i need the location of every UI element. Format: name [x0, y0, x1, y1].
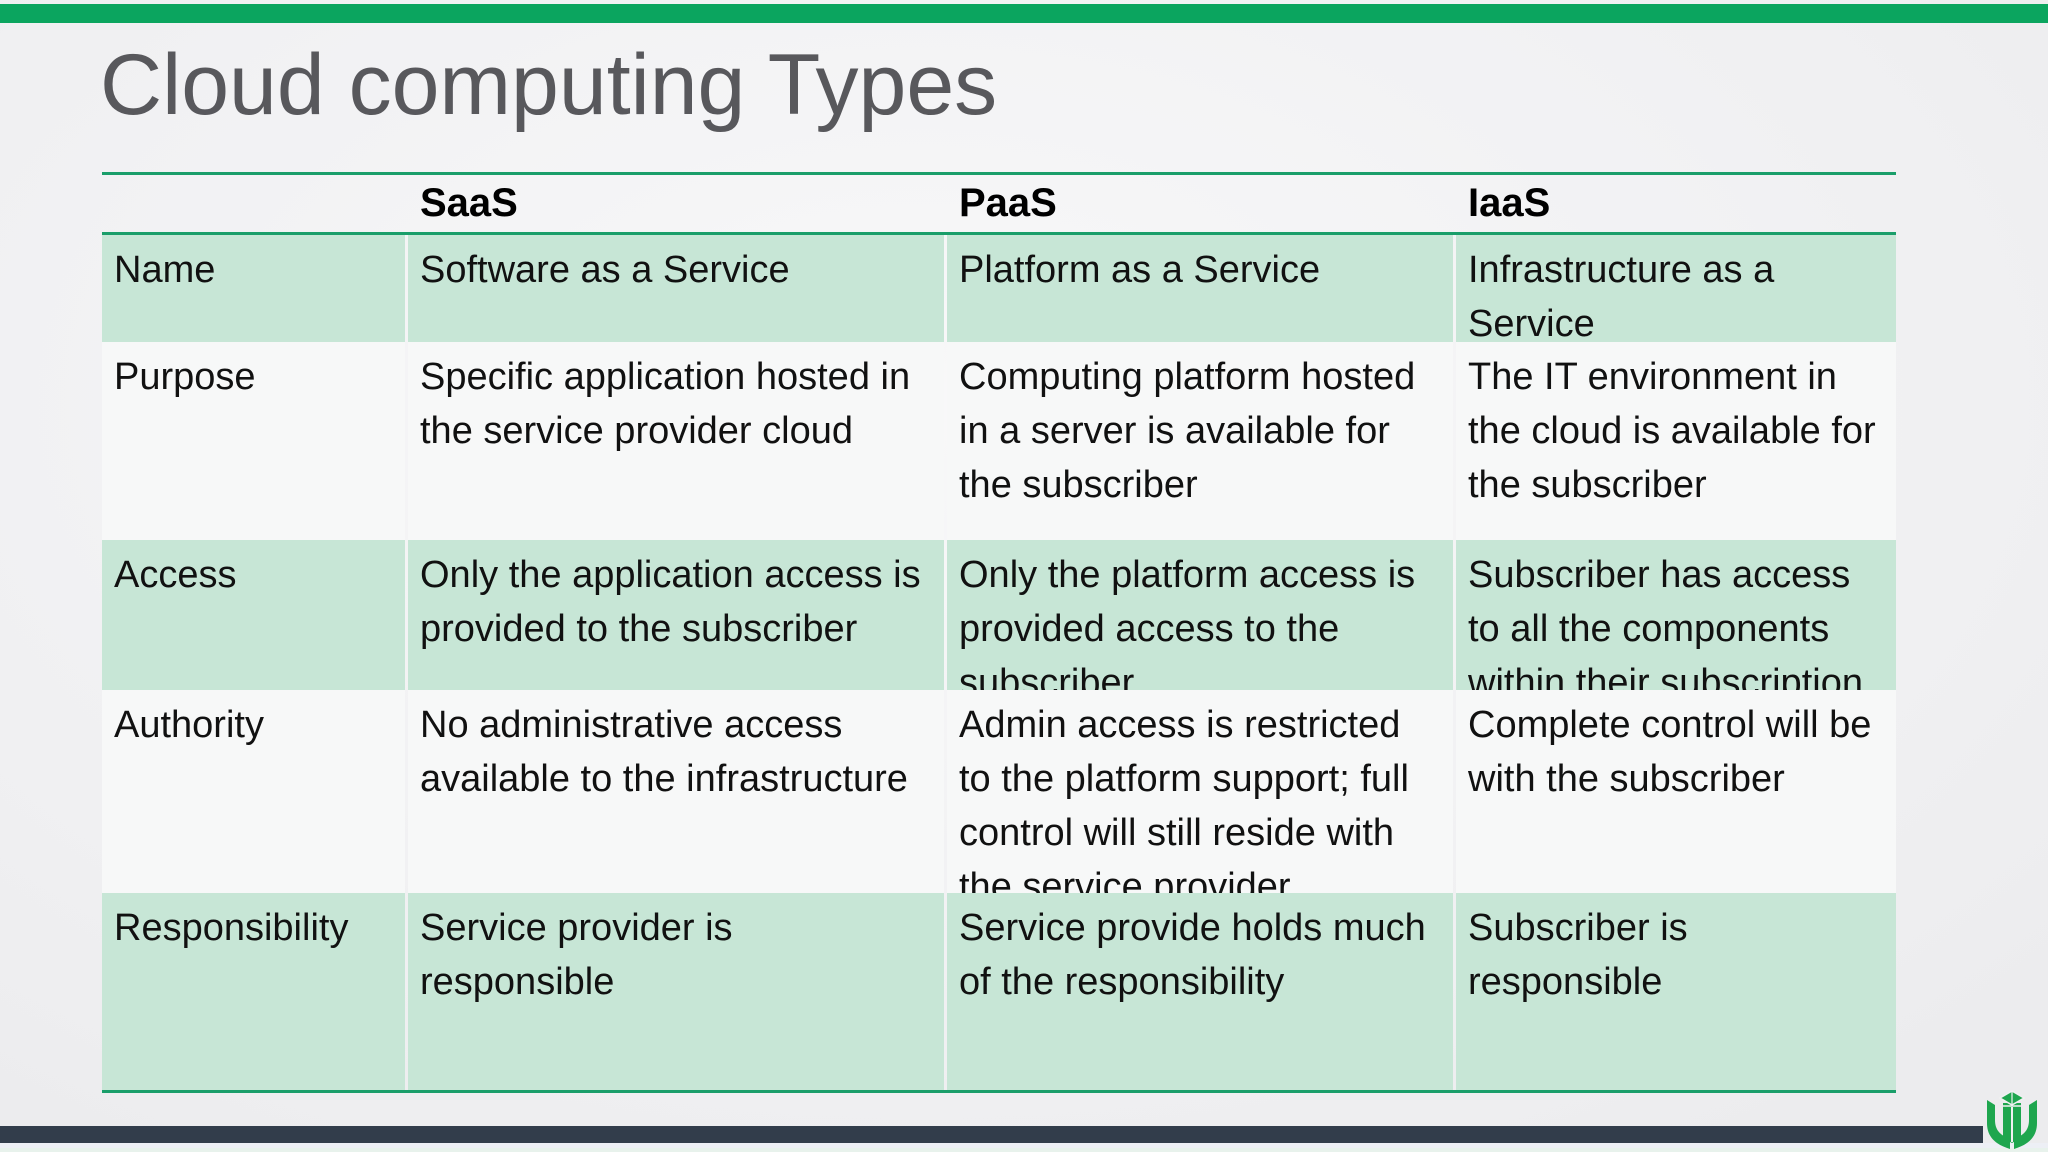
- row-label-access: Access: [102, 540, 405, 690]
- footer-strip-light: [0, 1143, 2048, 1148]
- table-header-rule: [102, 232, 1896, 235]
- cell-purpose-paas: Computing platform hosted in a server is…: [947, 342, 1453, 540]
- open-book-logo-icon: [1987, 1090, 2037, 1149]
- cell-access-iaas: Subscriber has access to all the compone…: [1456, 540, 1896, 690]
- table-header-row: SaaS PaaS IaaS: [102, 175, 1896, 232]
- row-label-authority: Authority: [102, 690, 405, 893]
- table-body: Name Software as a Service Platform as a…: [102, 235, 1896, 1090]
- header-cell-iaas: IaaS: [1468, 181, 1551, 225]
- cell-authority-saas: No administrative access available to th…: [408, 690, 944, 893]
- row-label-purpose: Purpose: [102, 342, 405, 540]
- cell-purpose-iaas: The IT environment in the cloud is avail…: [1456, 342, 1896, 540]
- row-label-name: Name: [102, 235, 405, 342]
- cell-responsibility-saas: Service provider is responsible: [408, 893, 944, 1090]
- cell-name-paas: Platform as a Service: [947, 235, 1453, 342]
- cell-name-saas: Software as a Service: [408, 235, 944, 342]
- table-top-rule: [102, 172, 1896, 175]
- header-cell-paas: PaaS: [959, 181, 1057, 225]
- row-label-responsibility: Responsibility: [102, 893, 405, 1090]
- cell-purpose-saas: Specific application hosted in the servi…: [408, 342, 944, 540]
- cell-name-iaas: Infrastructure as a Service: [1456, 235, 1896, 342]
- footer-accent-bar: [0, 1126, 1983, 1143]
- top-accent-bar: [0, 4, 2048, 23]
- slide-title: Cloud computing Types: [100, 37, 998, 133]
- cell-access-paas: Only the platform access is provided acc…: [947, 540, 1453, 690]
- cell-responsibility-paas: Service provide holds much of the respon…: [947, 893, 1453, 1090]
- cell-responsibility-iaas: Subscriber is responsible: [1456, 893, 1896, 1090]
- table-bottom-rule: [102, 1090, 1896, 1093]
- comparison-table: SaaS PaaS IaaS Name Software as a Servic…: [102, 172, 1896, 1093]
- cell-authority-paas: Admin access is restricted to the platfo…: [947, 690, 1453, 893]
- cell-authority-iaas: Complete control will be with the subscr…: [1456, 690, 1896, 893]
- header-cell-saas: SaaS: [420, 181, 518, 225]
- footer-strip-green: [0, 1148, 2048, 1152]
- header-cell-blank: [102, 175, 405, 232]
- cell-access-saas: Only the application access is provided …: [408, 540, 944, 690]
